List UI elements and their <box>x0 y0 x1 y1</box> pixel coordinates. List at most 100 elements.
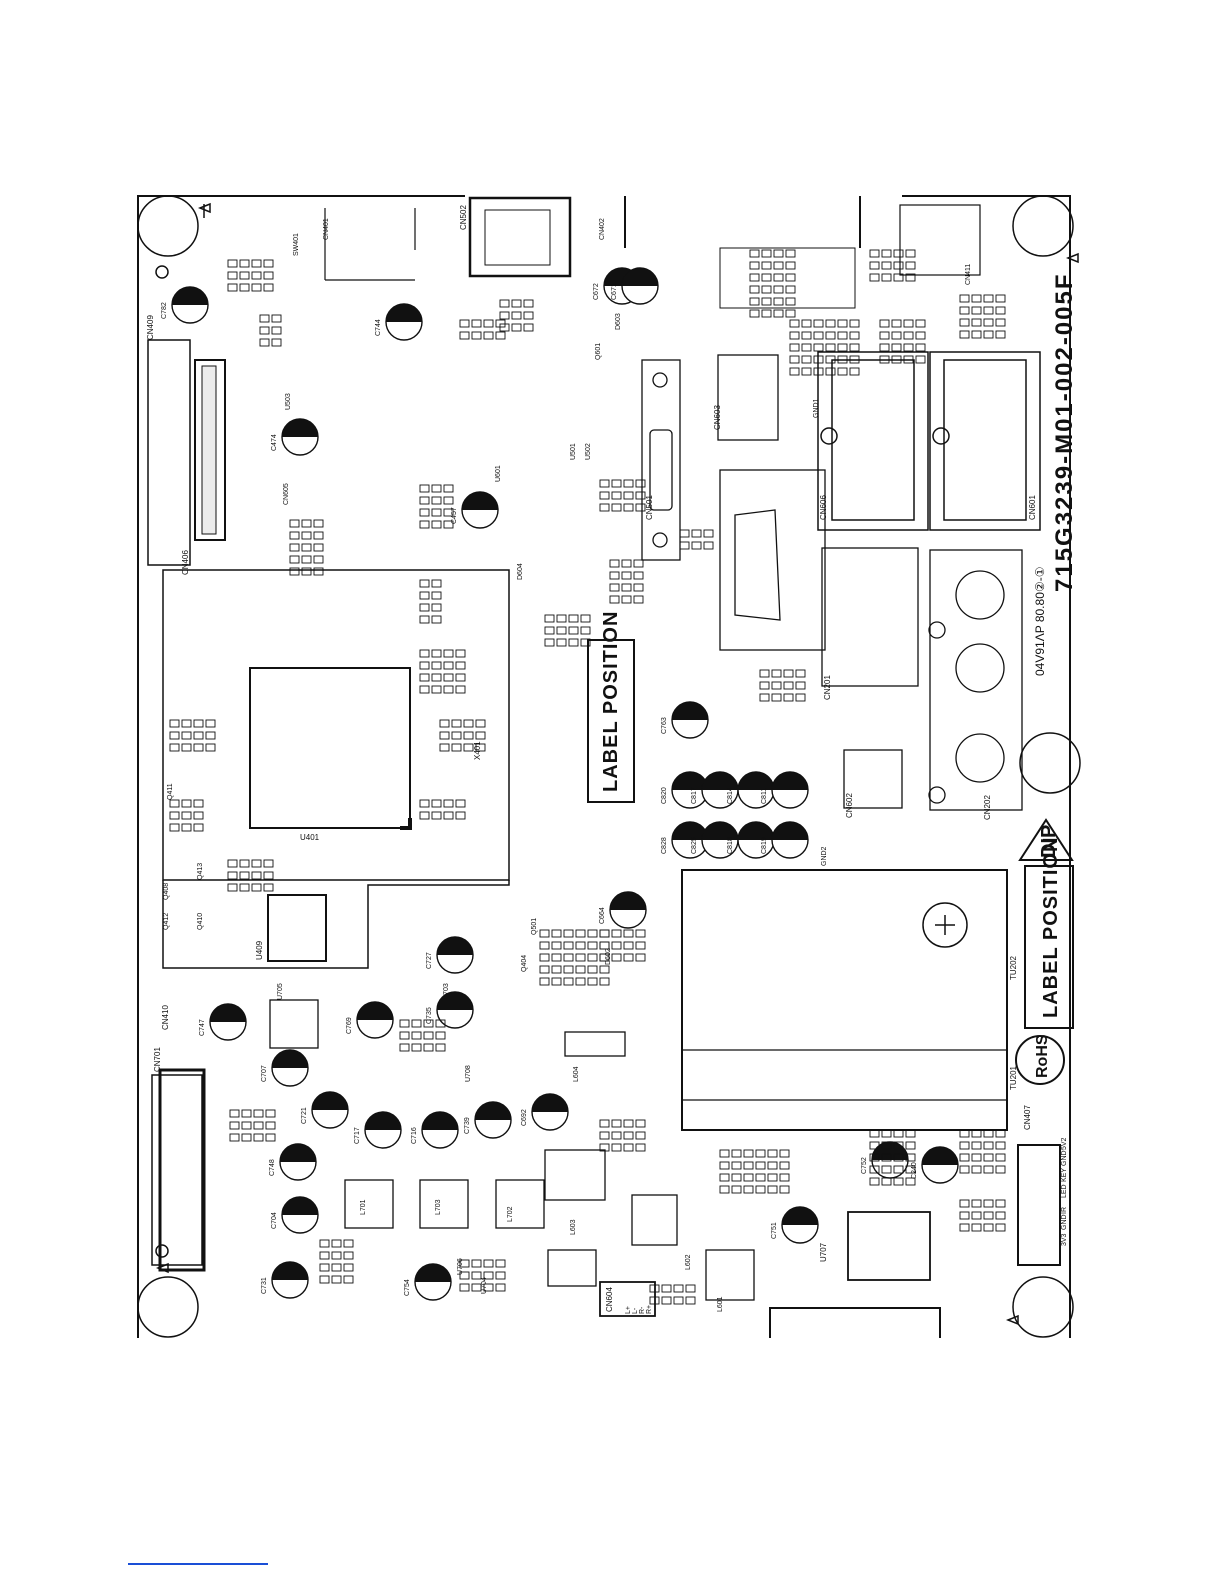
capacitor-C671 <box>621 267 659 305</box>
capacitor-C735 <box>436 991 474 1029</box>
pad-cluster-4 <box>419 579 442 624</box>
capacitor-C818 <box>737 821 775 859</box>
speaker-pin-label: L- <box>632 1307 639 1314</box>
label-usb: CN603 <box>713 405 722 430</box>
board-outline <box>137 195 1071 1338</box>
electrolytic-capacitors <box>171 267 959 1301</box>
label-scart-top: CN606 <box>819 495 828 520</box>
pad-cluster-21 <box>459 1259 506 1292</box>
misc-label-Q601: Q601 <box>595 343 602 360</box>
pad-cluster-13 <box>599 929 646 962</box>
capacitor-C752 <box>871 1141 909 1179</box>
pad-cluster-11 <box>419 799 466 820</box>
pad-cluster-19 <box>229 1109 276 1142</box>
key-pin-label: 5V2 <box>1061 1137 1068 1150</box>
misc-label-U502: U502 <box>585 443 592 460</box>
pad-cluster-25 <box>869 249 916 282</box>
cap-label-C825: C825 <box>691 837 698 854</box>
pad-cluster-10 <box>227 859 274 892</box>
capacitor-C704 <box>281 1196 319 1234</box>
misc-label-U703: U703 <box>443 983 450 1000</box>
capacitor-C716 <box>421 1111 459 1149</box>
pad-cluster-30 <box>679 529 714 550</box>
pad-cluster-17 <box>959 1199 1006 1232</box>
label-vga: CN201 <box>823 675 832 700</box>
misc-label-L601: L601 <box>717 1296 724 1312</box>
misc-label-CN605: CN605 <box>283 483 290 505</box>
capacitor-C731 <box>271 1261 309 1299</box>
label-conn-lvds: CN409 <box>146 315 155 340</box>
misc-label-L602: L602 <box>685 1254 692 1270</box>
pad-cluster-24 <box>749 249 796 318</box>
misc-label-U704: U704 <box>481 1277 488 1294</box>
label-position-top: LABEL POSITION <box>600 611 622 792</box>
pad-cluster-12 <box>539 929 610 986</box>
misc-label-U503: U503 <box>285 393 292 410</box>
cap-label-C731: C731 <box>261 1277 268 1294</box>
capacitor-C457 <box>461 491 499 529</box>
pad-cluster-3 <box>419 484 454 529</box>
misc-label-D602: D602 <box>605 948 612 965</box>
label-conn-top: CN502 <box>459 205 468 230</box>
cap-label-C814: C814 <box>727 787 734 804</box>
label-hdmi: CN501 <box>645 495 654 520</box>
pad-cluster-1 <box>259 314 282 347</box>
key-pin-label: 3V3 <box>1061 1233 1068 1246</box>
misc-label-D604: D604 <box>517 563 524 580</box>
pad-cluster-7 <box>439 719 486 752</box>
label-conn-key: CN407 <box>1023 1105 1032 1130</box>
capacitor-C763 <box>671 701 709 739</box>
capacitor-C748 <box>279 1143 317 1181</box>
io-connectors <box>641 354 1023 811</box>
label-aux-chip: U409 <box>255 940 264 960</box>
label-tuner-lower: TU201 <box>1009 1065 1018 1090</box>
capacitor-C814 <box>737 771 775 809</box>
capacitor-C782 <box>171 286 209 324</box>
capacitor-C754 <box>414 1263 452 1301</box>
pad-cluster-34 <box>459 319 506 340</box>
power-section <box>269 999 1061 1317</box>
pad-cluster-5 <box>544 614 591 647</box>
key-pin-label: IR <box>1061 1207 1068 1214</box>
speaker-pin-label: R+ <box>646 1305 653 1314</box>
cap-label-C817: C817 <box>691 787 698 804</box>
cap-label-C763: C763 <box>661 717 668 734</box>
cap-label-C672: C672 <box>593 283 600 300</box>
capacitor-C744 <box>385 303 423 341</box>
screw-icons <box>155 202 1079 1326</box>
label-dc-chip: U707 <box>819 1242 828 1262</box>
misc-label-L603: L603 <box>570 1219 577 1235</box>
misc-label-Q410: Q410 <box>197 913 204 930</box>
capacitor-C240 <box>921 1146 959 1184</box>
capacitor-C727 <box>436 936 474 974</box>
label-conn-power: CN701 <box>153 1047 162 1072</box>
label-position-boxes <box>587 639 1074 1029</box>
pad-cluster-2 <box>289 519 324 576</box>
main-chip-area <box>162 569 510 969</box>
key-pin-label: LED <box>1061 1184 1068 1198</box>
misc-label-SW401: SW401 <box>293 233 300 256</box>
cap-label-C769: C769 <box>346 1017 353 1034</box>
link-underline <box>128 1563 268 1565</box>
pad-cluster-16 <box>959 1129 1006 1174</box>
key-pin-label: GND <box>1061 1214 1068 1230</box>
capacitor-C707 <box>271 1049 309 1087</box>
misc-label-L701: L701 <box>360 1199 367 1215</box>
key-pin-label: GND <box>1061 1150 1068 1166</box>
cap-label-C747: C747 <box>199 1019 206 1036</box>
label-spdif: CN602 <box>845 793 854 818</box>
rohs-mark <box>1015 1035 1065 1085</box>
top-connectors <box>324 196 981 309</box>
capacitor-C721 <box>311 1091 349 1129</box>
label-position-right: LABEL POSITION <box>1040 837 1062 1018</box>
cap-label-C782: C782 <box>161 302 168 319</box>
cap-label-C721: C721 <box>301 1107 308 1124</box>
label-conn-lvds2: CN406 <box>181 550 190 575</box>
pad-cluster-6 <box>419 649 466 694</box>
misc-label-Q412: Q412 <box>163 913 170 930</box>
cap-label-C474: C474 <box>271 434 278 451</box>
capacitor-C717 <box>364 1111 402 1149</box>
cap-label-C752: C752 <box>861 1157 868 1174</box>
pad-cluster-8 <box>169 719 216 752</box>
